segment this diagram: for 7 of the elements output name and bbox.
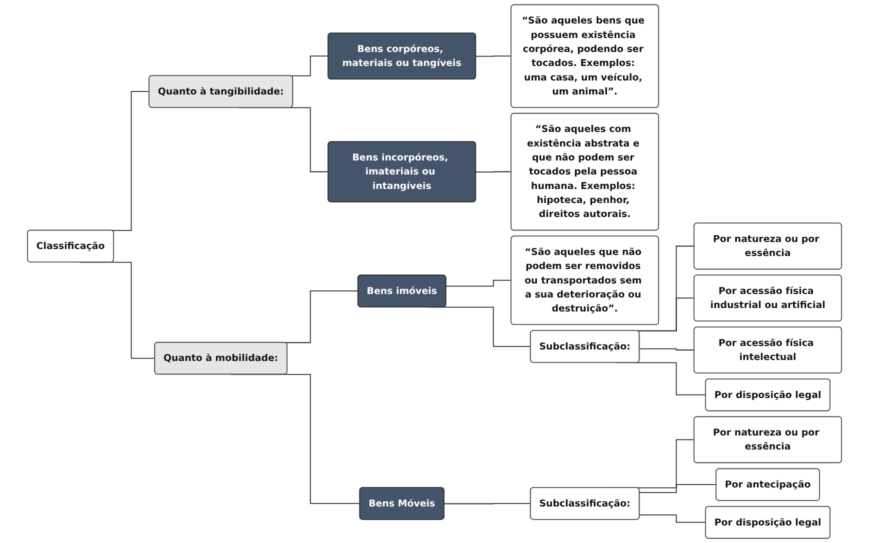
connector [446,280,512,287]
connector [639,514,706,524]
connector [475,56,512,57]
connector [475,171,512,172]
connector [639,348,695,351]
connector [639,484,717,493]
connector [444,503,532,504]
